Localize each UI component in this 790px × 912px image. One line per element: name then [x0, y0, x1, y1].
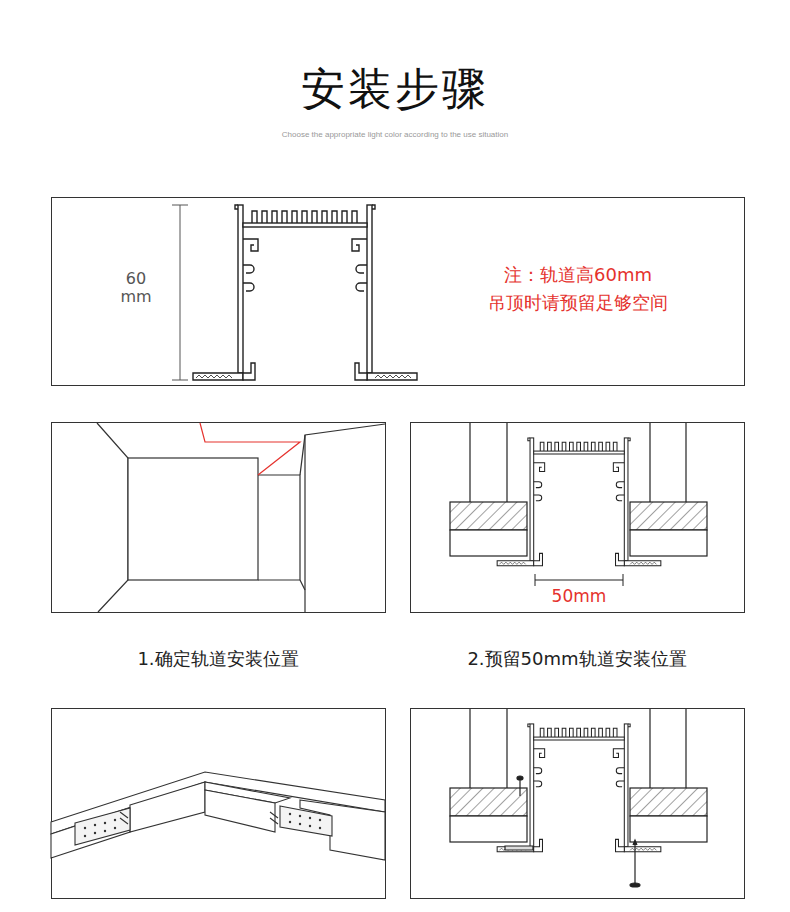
- fixing-screws: [450, 709, 707, 887]
- dimension-label: 50mm: [527, 586, 631, 607]
- panel-frames: [52, 198, 745, 899]
- install-gap: [450, 423, 707, 586]
- note-text: 注：轨道高60mm: [430, 264, 726, 287]
- room-perspective: [97, 423, 385, 612]
- page-title: 安装步骤: [145, 60, 645, 118]
- rail-corner: [51, 772, 385, 860]
- dimension-label: 60 mm: [116, 270, 156, 306]
- step-caption: 1.确定轨道安装位置: [51, 648, 385, 671]
- step-caption: 2.预留50mm轨道安装位置: [410, 648, 744, 671]
- rail-profile: [172, 205, 417, 380]
- note-text: 吊顶时请预留足够空间: [430, 292, 726, 315]
- subtitle: Choose the appropriate light color accor…: [145, 130, 645, 140]
